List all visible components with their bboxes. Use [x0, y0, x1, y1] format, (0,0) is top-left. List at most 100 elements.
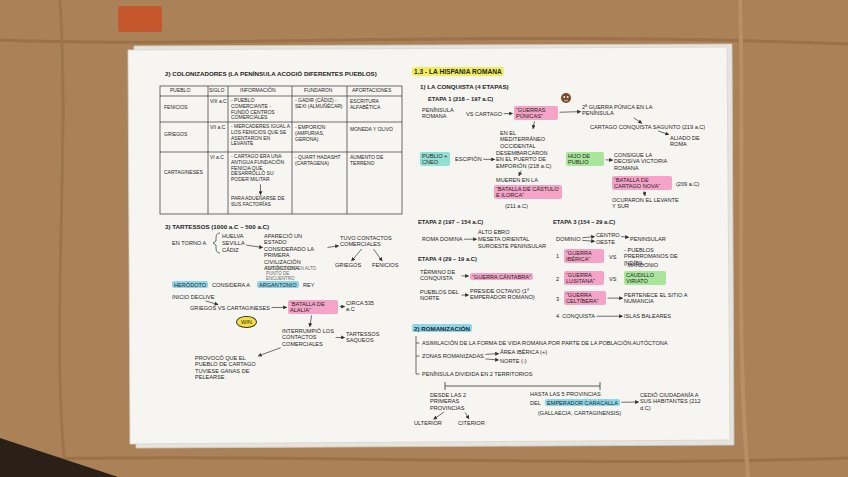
note-text: CITERIOR: [458, 420, 485, 426]
node-text: ARGANTONIO: [259, 282, 297, 288]
note-text: HASTA LAS 5 PROVINCIAS: [530, 391, 601, 397]
arrow-connector: [352, 249, 362, 261]
arrow-connector: [621, 236, 628, 238]
note-text: 3: [556, 296, 559, 302]
note-text: CEDIÓ CIUDADANÍA A SUS HABITANTES (212 d…: [640, 392, 706, 411]
note-text: PENÍNSULA DIVIDIDA EN 2 TERRITORIOS: [422, 371, 532, 377]
note-text: PERTENECE EL SITIO A NUMANCIA: [624, 292, 690, 305]
highlighted-term: “GUERRA LUSITANA”: [564, 271, 604, 285]
highlighted-term: ARGANTONIO: [257, 281, 299, 288]
note-text: DESDE LAS 2 PRIMERAS PROVINCIAS: [430, 392, 488, 411]
note-text: ASIMILACIÓN DE LA FORMA DE VIDA ROMANA P…: [422, 340, 668, 346]
note-text: CENTRO: [596, 232, 620, 238]
table-cell: MONEDA Y OLIVO: [350, 127, 400, 133]
wood-grain: [0, 38, 848, 44]
section-heading: 2) COLONIZADORES (LA PENÍNSULA ACOGIÓ DI…: [165, 70, 377, 77]
arrow-connector: [483, 159, 494, 160]
highlighted-term: CAUDILLO VIRIATO: [624, 271, 666, 285]
note-text: PUEBLOS DEL NORTE: [420, 289, 460, 302]
highlighted-term: PUBLIO + CNEO: [420, 152, 450, 166]
section-title-highlight: 1.3 - LA HISPANIA ROMANA: [412, 67, 504, 76]
table-cell: VII a.C: [210, 125, 227, 131]
node-text: HIJO DE PUBLIO: [568, 153, 602, 166]
arrow-connector: [504, 113, 513, 114]
node-text: CAUDILLO VIRIATO: [626, 272, 664, 285]
arrow-connector: [260, 184, 261, 194]
highlighted-term: “BATALLA DE CÁSTULO E ILORCA”: [494, 185, 562, 199]
note-text: EN TORNO A: [172, 240, 206, 246]
table-cell: GRIEGOS: [164, 132, 207, 138]
circled-note: WIN: [236, 316, 257, 328]
note-text: ULTERIOR: [414, 420, 442, 426]
arrow-connector: [246, 245, 262, 247]
note-text: DEL: [530, 400, 541, 406]
note-text: 4. CONQUISTA: [556, 313, 595, 319]
node-text: “BATALLA DE ALALIA”: [290, 301, 336, 314]
note-text: (209 a.C): [676, 181, 699, 187]
table-cell: - EMPORION (AMPURIAS, GERONA): [295, 125, 345, 142]
highlighted-term: HERÓDOTO: [172, 281, 208, 288]
section-heading: ETAPA 4 (29 – 19 a.C): [418, 256, 477, 263]
section-heading: ETAPA 1 (218 – 197 a.C): [428, 96, 493, 103]
node-text: WIN: [241, 319, 252, 325]
arrow-connector: [485, 353, 498, 355]
arrow-connector: [597, 316, 623, 317]
note-text: VS: [609, 254, 616, 260]
arrow-connector: [258, 348, 280, 356]
node-text: EMPERADOR CARACALLA: [547, 400, 618, 406]
arrow-connector: [485, 359, 498, 360]
table-cell: APORTACIONES: [352, 88, 391, 94]
arrow-connector: [327, 246, 338, 248]
note-text: VS CARTAGO: [466, 111, 502, 117]
note-text: SEVILLA: [222, 240, 245, 246]
arrow-connector: [582, 237, 594, 238]
highlighted-term: “GUERRA IBÉRICA”: [564, 249, 604, 263]
table-cell: - CARTAGO ERA UNA ANTIGUA FUNDACIÓN FENI…: [231, 154, 290, 183]
note-text: 2: [556, 276, 559, 282]
note-text: PRESIDE OCTAVIO (1º EMPERADOR ROMANO): [470, 288, 550, 301]
emoji-sticker: [561, 93, 571, 103]
note-text: MESETA ORIENTAL: [478, 236, 529, 242]
arrow-connector: [434, 412, 444, 419]
node-text: “GUERRA CELTÍBERA”: [566, 292, 604, 305]
arrow-connector: [340, 306, 345, 307]
arrow-connector: [462, 295, 469, 296]
note-text: GRIEGOS VS CARTAGINESES: [190, 305, 270, 311]
arrow-connector: [310, 315, 312, 326]
arrow-connector: [658, 131, 668, 135]
note-text: FENICIOS: [372, 262, 398, 268]
note-text: PENINSULAR: [630, 236, 666, 242]
arrow-connector: [605, 159, 612, 160]
node-text: HERÓDOTO: [174, 282, 206, 288]
note-text: INTERRUMPIÓ LOS CONTACTOS COMERCIALES: [282, 328, 334, 347]
section-heading: ETAPA 3 (154 – 29 a.C): [553, 219, 615, 226]
note-text: PENÍNSULA ROMANA: [422, 107, 460, 120]
table-cell: CARTAGINESES: [164, 170, 207, 176]
small-note: ORGANIZADO EN ALTO PUNTO DE ENCUENTRO: [266, 266, 318, 282]
table-cell: - PUEBLO COMERCIANTE - FUNDÓ CENTROS COM…: [231, 98, 290, 121]
highlighted-term: “BATALLA DE CARTAGO NOVA”: [612, 176, 672, 190]
arrow-connector: [582, 240, 594, 241]
arrow-connector: [608, 298, 623, 299]
note-text: APARECIÓ UN ESTADO CONSIDERADO LA PRIMER…: [264, 233, 326, 272]
note-text: DESEMBARCARON EN EL PUERTO DE EMPORIÓN (…: [496, 150, 556, 169]
note-text: (GALLAECIA, CARTAGINENSIS): [538, 410, 621, 416]
note-text: TARTESSOS SAQUEOS: [346, 331, 386, 344]
table-cell: - GADIR (CÁDIZ) - SEXI (ALMUÑÉCAR): [295, 98, 345, 110]
note-text: SUROESTE PENINSULAR: [478, 243, 546, 249]
node-text: PUBLIO + CNEO: [422, 153, 448, 166]
table-cell: - MERCADERES IGUAL A LOS FENICIOS QUE SE…: [231, 124, 290, 147]
arrow-connector: [519, 171, 521, 176]
list-bracket: [416, 336, 420, 374]
arrow-connector: [374, 249, 382, 261]
table-cell: PARA ADUEÑARSE DE SUS FACTORÍAS: [231, 196, 290, 208]
note-text: EN EL MEDITERRÁNEO OCCIDENTAL: [500, 130, 562, 149]
table-cell: SIGLO: [209, 88, 224, 94]
wood-grain: [0, 458, 848, 462]
table-cell: AUMENTO DE TERRENO: [350, 155, 400, 167]
table-cell: FENICIOS: [164, 105, 207, 111]
arrow-connector: [462, 275, 469, 276]
table-cell: PUEBLO: [170, 88, 190, 94]
note-text: REY: [303, 282, 315, 288]
